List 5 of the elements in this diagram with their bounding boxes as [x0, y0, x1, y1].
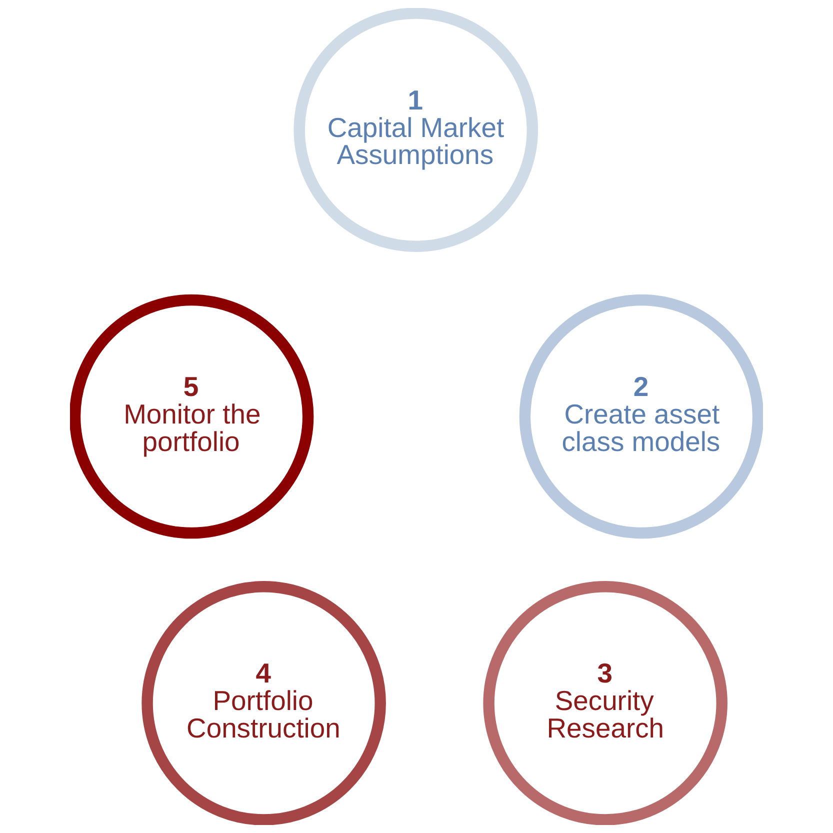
node-circle: 3 Security Research	[483, 581, 728, 825]
node-circle: 2 Create asset class models	[519, 294, 763, 539]
node-circle: 5 Monitor the portfolio	[70, 294, 314, 539]
node-circle: 4 Portfolio Construction	[142, 581, 386, 825]
node-circle: 1 Capital Market Assumptions	[294, 8, 538, 252]
